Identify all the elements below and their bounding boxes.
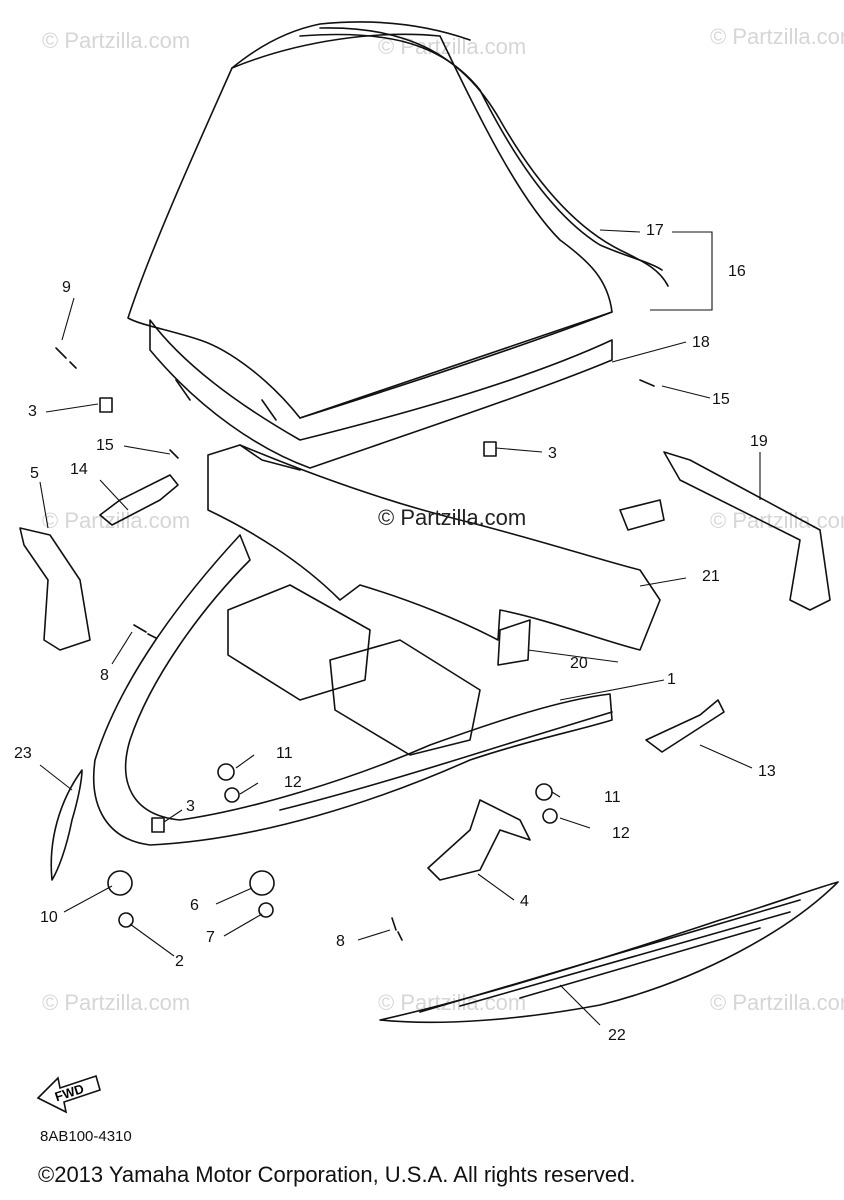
main-cowling-part (93, 534, 613, 846)
callout-8: 8 (336, 933, 345, 950)
callout-3: 3 (28, 403, 37, 420)
watermark: © Partzilla.com (42, 508, 191, 533)
forward-arrow-icon: FWD (36, 1074, 101, 1114)
callout-13: 13 (758, 763, 776, 780)
callout-11: 11 (276, 745, 293, 762)
callout-23: 23 (14, 745, 32, 762)
callout-9: 9 (62, 279, 71, 296)
air-duct-part (207, 444, 661, 651)
callout-21: 21 (702, 568, 720, 585)
bracket-part (645, 699, 725, 753)
callout-20: 20 (570, 655, 588, 672)
callout-19: 19 (750, 433, 768, 450)
clip-part (99, 397, 113, 413)
collar-part (224, 787, 240, 803)
callout-12: 12 (284, 774, 302, 791)
collar-part (217, 763, 235, 781)
callout-3: 3 (186, 798, 195, 815)
callout-1: 1 (667, 671, 676, 688)
watermark: © Partzilla.com (42, 28, 191, 53)
nut-part (118, 912, 134, 928)
collar-part (542, 808, 558, 824)
callout-3: 3 (548, 445, 557, 462)
bracket-part (19, 527, 91, 651)
copyright-notice: ©2013 Yamaha Motor Corporation, U.S.A. A… (38, 1162, 636, 1187)
side-strip-part (50, 769, 83, 881)
callout-8: 8 (100, 667, 109, 684)
grommet-part (107, 870, 133, 896)
watermark: © Partzilla.com (710, 990, 844, 1015)
watermark: © Partzilla.com (710, 24, 844, 49)
callout-4: 4 (520, 893, 529, 910)
callout-2: 2 (175, 953, 184, 970)
clip-part (151, 817, 165, 833)
callout-5: 5 (30, 465, 39, 482)
meter-box-part (227, 584, 531, 756)
callout-17: 17 (646, 222, 664, 239)
callout-6: 6 (190, 897, 199, 914)
collar-part (535, 783, 553, 801)
bracket-part (427, 799, 531, 881)
screw-part (391, 917, 403, 941)
stay-part (619, 451, 831, 611)
windscreen-part (127, 21, 669, 419)
decal-part (379, 881, 839, 1024)
inner-cowling-part (149, 319, 613, 469)
callout-16: 16 (728, 263, 746, 280)
watermark-center: © Partzilla.com (378, 505, 527, 530)
callout-12: 12 (612, 825, 630, 842)
clip-part (483, 441, 497, 457)
callout-10: 10 (40, 909, 58, 926)
nut-part (258, 902, 274, 918)
callout-22: 22 (608, 1027, 626, 1044)
screw-part (133, 624, 157, 639)
screw-part (55, 347, 77, 369)
callout-7: 7 (206, 929, 215, 946)
callout-15: 15 (712, 391, 730, 408)
callout-15: 15 (96, 437, 114, 454)
diagram-code: 8AB100-4310 (40, 1128, 132, 1145)
callout-18: 18 (692, 334, 710, 351)
bracket-part (99, 474, 179, 526)
grommet-part (249, 870, 275, 896)
callout-11: 11 (604, 789, 621, 806)
screw-part (639, 379, 655, 387)
watermark: © Partzilla.com (42, 990, 191, 1015)
callout-14: 14 (70, 461, 88, 478)
screw-part (169, 449, 179, 459)
